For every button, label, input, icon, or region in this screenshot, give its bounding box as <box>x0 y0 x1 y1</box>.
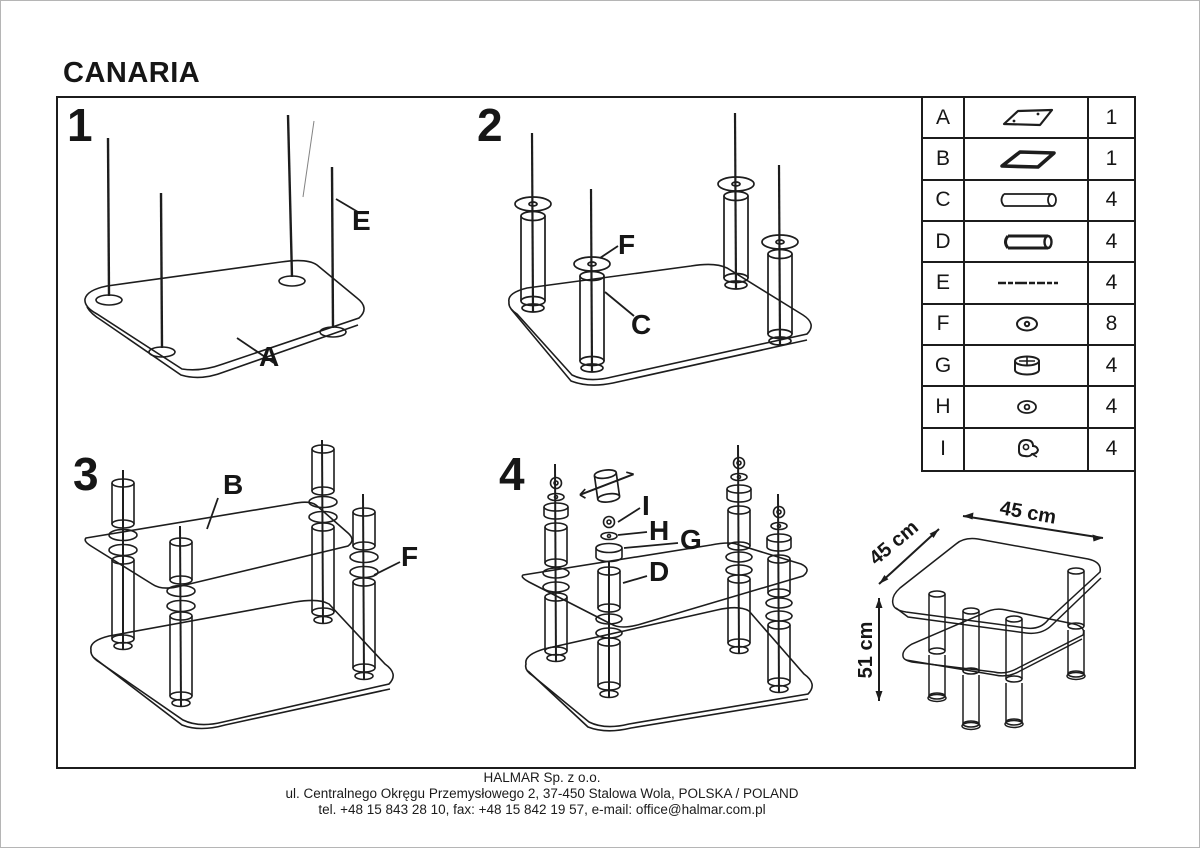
step-3-number: 3 <box>73 448 99 500</box>
leg-column <box>725 444 753 655</box>
part-letter: G <box>923 345 965 388</box>
step-2-label-c: C <box>631 309 652 340</box>
step-4-label-h: H <box>649 515 670 546</box>
step-1-number: 1 <box>67 99 93 151</box>
leg-column <box>573 188 611 373</box>
part-qty: 1 <box>1089 98 1134 140</box>
part-letter: D <box>923 221 965 264</box>
part-letter: A <box>923 98 965 140</box>
product-shelf <box>902 608 1085 677</box>
step-1-label-a: A <box>259 341 280 372</box>
glass-top-outline <box>524 606 813 732</box>
part-letter: B <box>923 139 965 181</box>
leg-column <box>542 463 570 663</box>
dimension-height-label: 51 cm <box>856 622 877 679</box>
step-2-drawing <box>508 112 812 386</box>
step-4-label-i: I <box>642 490 650 521</box>
part-letter: E <box>923 263 965 305</box>
leg-column-exploded <box>595 515 623 699</box>
leg-column <box>514 132 552 313</box>
parts-table: A 1 B 1 C 4 D 4 E 4 F 8 G <box>921 96 1136 472</box>
leg-column <box>765 493 793 694</box>
leg-column <box>717 112 755 290</box>
part-qty: 8 <box>1089 304 1134 346</box>
leader-lines <box>617 507 679 584</box>
step-4-number: 4 <box>499 448 525 500</box>
part-letter: F <box>923 304 965 346</box>
part-e-rod-icon <box>965 263 1089 305</box>
part-qty: 1 <box>1089 139 1134 181</box>
step-4-label-g: G <box>680 524 702 555</box>
dimension-labels: 45 cm 45 cm 51 cm <box>856 497 1058 678</box>
part-qty: 4 <box>1089 345 1134 388</box>
part-b-glass-shelf-icon <box>965 139 1089 181</box>
page-title: CANARIA <box>63 57 201 89</box>
leader-lines <box>236 198 359 364</box>
footer-address: ul. Centralnego Okręgu Przemysłowego 2, … <box>285 786 799 801</box>
footer-company: HALMAR Sp. z o.o. <box>483 770 601 785</box>
leg-column <box>349 493 379 681</box>
part-qty: 4 <box>1089 387 1134 429</box>
part-letter: H <box>923 387 965 429</box>
part-h-washer-icon <box>965 387 1089 429</box>
footer: HALMAR Sp. z o.o. ul. Centralnego Okręgu… <box>1 770 1083 818</box>
leg-column <box>761 164 799 346</box>
part-qty: 4 <box>1089 428 1134 470</box>
part-c-tube-icon <box>965 180 1089 222</box>
product-top-glass <box>891 537 1102 635</box>
step-1-label-e: E <box>352 205 371 236</box>
glass-top-outline <box>508 263 812 386</box>
step-2-number: 2 <box>477 99 503 151</box>
product-legs <box>927 567 1086 731</box>
glass-top-outline <box>90 599 394 730</box>
threaded-rods <box>106 114 335 349</box>
step-1-drawing <box>84 114 365 379</box>
step-2-label-f: F <box>618 229 636 260</box>
leg-column <box>108 470 138 651</box>
step-3-label-b: B <box>223 469 244 500</box>
product-dimension-drawing: 45 cm 45 cm 51 cm <box>856 497 1104 731</box>
leg-column <box>308 439 338 625</box>
part-a-glass-top-icon <box>965 98 1089 140</box>
part-d-tube-icon <box>965 221 1089 264</box>
dimension-arrows <box>875 512 1104 701</box>
leader-lines <box>599 245 635 317</box>
dimension-width-label: 45 cm <box>998 497 1058 529</box>
step-4-label-d: D <box>649 556 670 587</box>
part-qty: 4 <box>1089 180 1134 222</box>
part-qty: 4 <box>1089 221 1134 264</box>
part-letter: C <box>923 180 965 222</box>
leg-column <box>166 525 196 708</box>
glass-top-outline <box>84 259 365 379</box>
step-4-drawing <box>521 444 813 732</box>
part-f-washer-icon <box>965 304 1089 346</box>
tool-inset <box>579 469 634 503</box>
part-qty: 4 <box>1089 263 1134 305</box>
part-g-spacer-icon <box>965 345 1089 388</box>
leader-lines <box>206 497 401 576</box>
step-3-drawing <box>84 439 401 730</box>
part-letter: I <box>923 428 965 470</box>
step-3-label-f: F <box>401 541 419 572</box>
footer-contact: tel. +48 15 843 28 10, fax: +48 15 842 1… <box>318 802 766 817</box>
dimension-depth-label: 45 cm <box>865 516 923 569</box>
rod-holes <box>95 275 347 358</box>
glass-shelf-outline <box>84 501 353 589</box>
part-i-nut-icon <box>965 428 1089 470</box>
